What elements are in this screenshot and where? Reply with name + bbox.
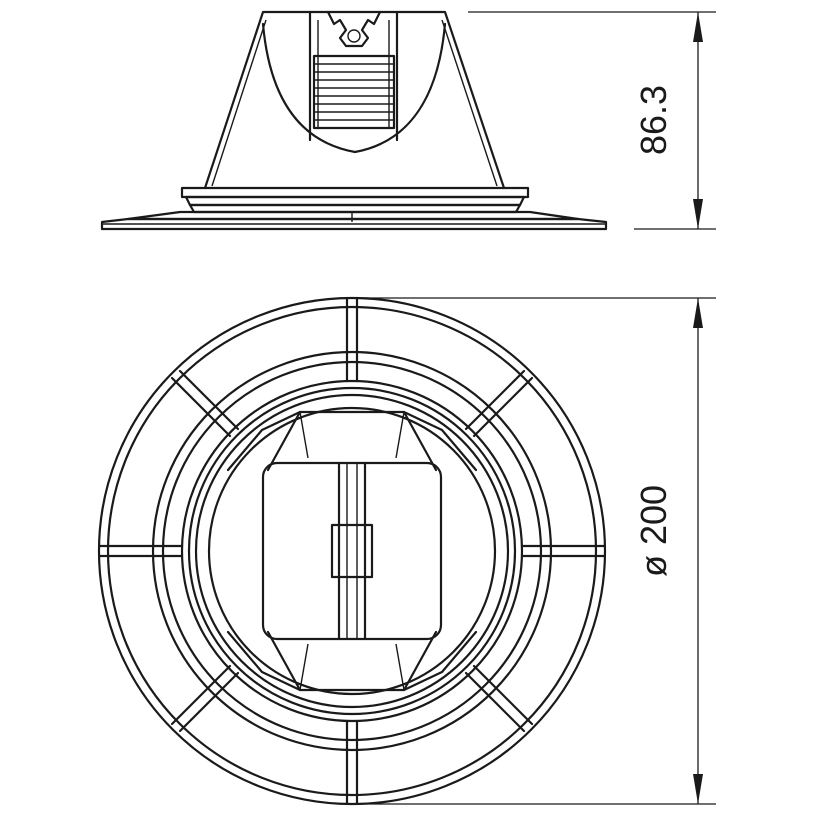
inner-ring	[180, 379, 524, 723]
outer-ring	[97, 296, 607, 806]
middle-ring	[151, 350, 553, 752]
side-flange	[180, 186, 530, 199]
centre-channel	[330, 461, 374, 641]
segment-dividers	[97, 296, 607, 806]
height-dimension: 86.3	[468, 11, 716, 230]
side-saddle-cutout	[261, 22, 447, 154]
diameter-dimension: ø 200	[356, 297, 716, 805]
height-label: 86.3	[633, 85, 674, 155]
saddle-wings	[226, 410, 478, 692]
side-clip	[326, 10, 382, 48]
diameter-label: ø 200	[633, 485, 674, 577]
side-view	[100, 10, 608, 231]
top-view	[97, 296, 607, 806]
side-cone-body	[203, 10, 506, 190]
bore-ring	[207, 406, 497, 696]
clamp-seat	[261, 461, 443, 641]
